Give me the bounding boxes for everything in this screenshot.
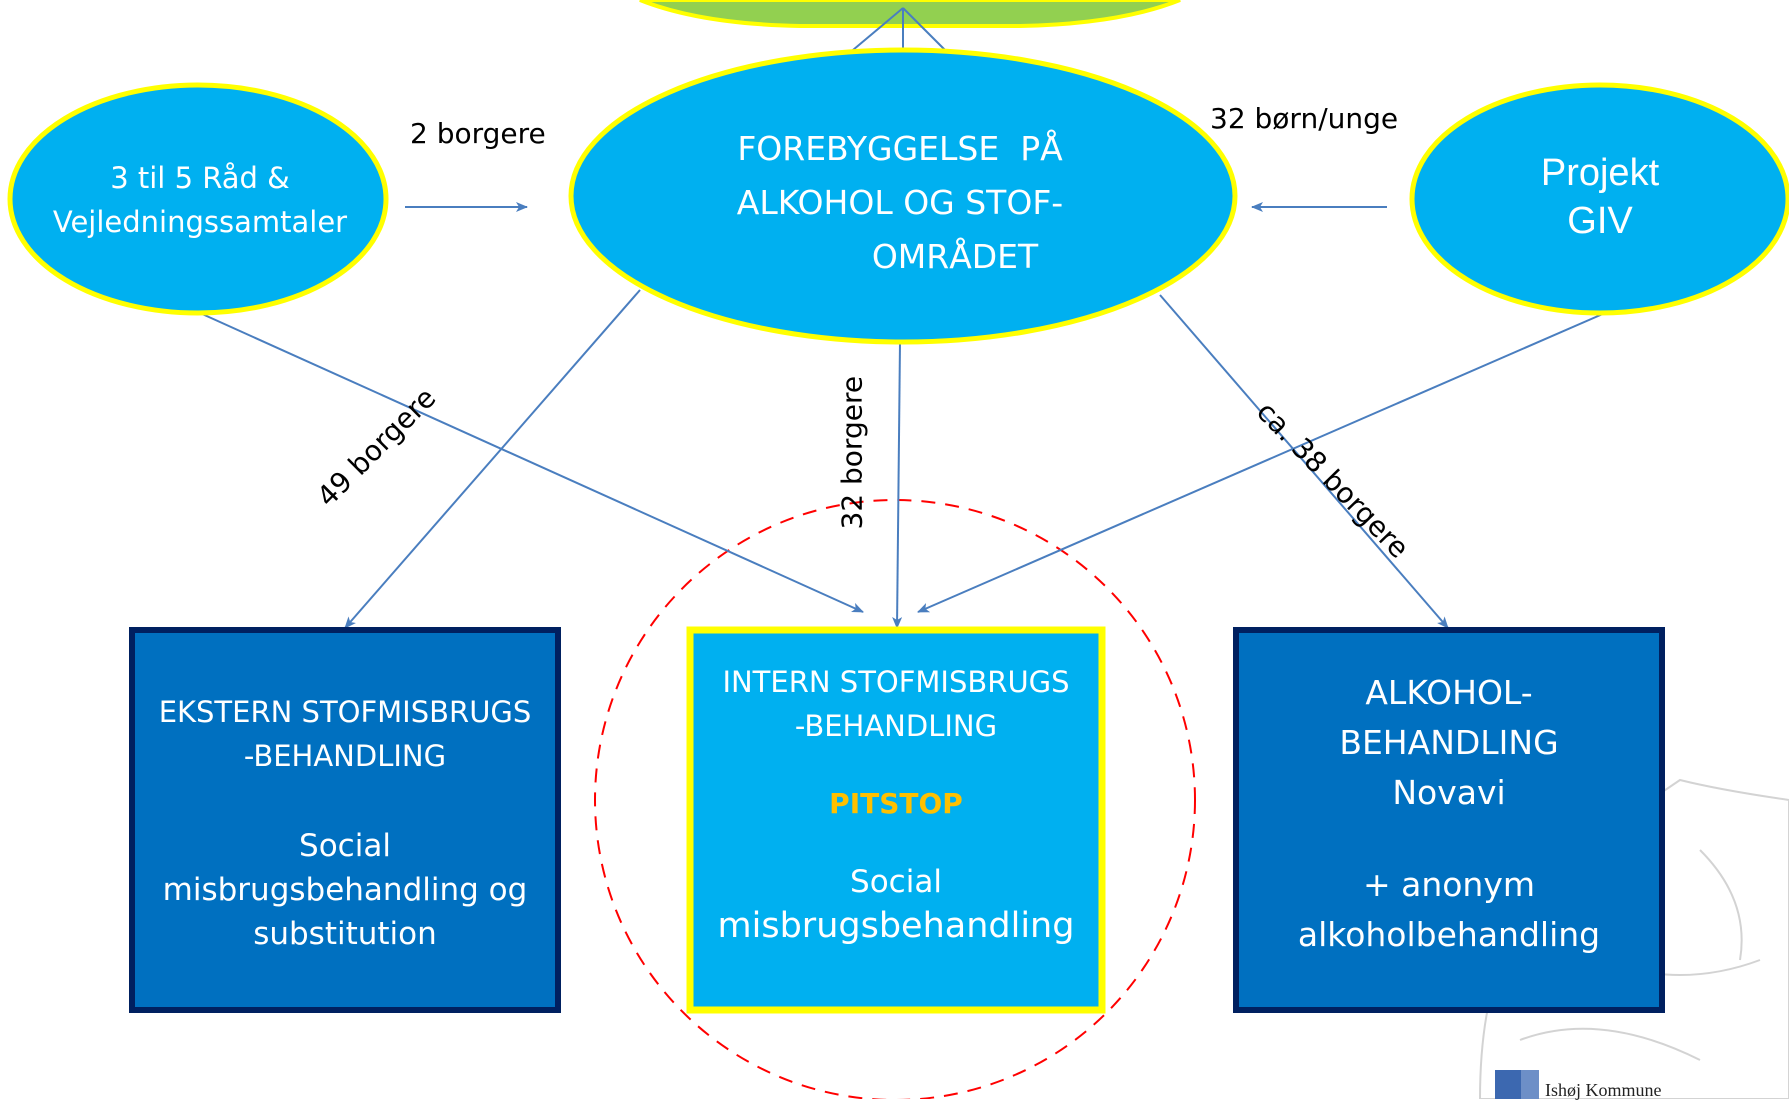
prevention-line3: OMRÅDET bbox=[871, 237, 1039, 276]
prevention-line2: ALKOHOL OG STOF- bbox=[736, 183, 1064, 222]
external-box-content: EKSTERN STOFMISBRUGS -BEHANDLING Social … bbox=[140, 690, 550, 956]
external-title-line1: EKSTERN STOFMISBRUGS bbox=[158, 695, 532, 729]
internal-box-content: INTERN STOFMISBRUGS -BEHANDLING PITSTOP … bbox=[694, 660, 1098, 948]
external-body-line3: substitution bbox=[253, 916, 437, 952]
external-body-line1: Social bbox=[299, 828, 391, 864]
edge-label-right-to-top: 32 børn/unge bbox=[1210, 102, 1399, 135]
alcohol-box-content: ALKOHOL- BEHANDLING Novavi + anonym alko… bbox=[1244, 668, 1654, 960]
internal-title-line1: INTERN STOFMISBRUGS bbox=[722, 665, 1070, 699]
alcohol-title-line1: ALKOHOL- bbox=[1365, 673, 1533, 712]
arrows bbox=[199, 202, 1606, 629]
arrow-top-to-alcohol bbox=[1159, 294, 1449, 629]
internal-title-line2: -BEHANDLING bbox=[794, 709, 998, 743]
alcohol-body-line1: + anonym bbox=[1362, 865, 1536, 904]
external-body-line2: misbrugsbehandling og bbox=[162, 872, 528, 908]
edge-label-top-to-internal: 32 borgere bbox=[835, 375, 869, 530]
alcohol-body-line2: alkoholbehandling bbox=[1297, 915, 1601, 954]
project-giv-label: Projekt GIV bbox=[1500, 142, 1700, 252]
counseling-line1: 3 til 5 Råd & bbox=[110, 161, 290, 195]
arrow-right-to-internal bbox=[917, 312, 1606, 613]
alcohol-treatment-box bbox=[1233, 627, 1665, 1013]
internal-body-line2: misbrugsbehandling bbox=[717, 906, 1075, 946]
alcohol-title-line3: Novavi bbox=[1392, 773, 1506, 812]
prevention-ellipse bbox=[568, 47, 1238, 345]
top-banner-shape bbox=[639, 0, 1181, 28]
prevention-line1: FOREBYGGELSE PÅ bbox=[737, 129, 1063, 168]
arrow-top-to-external bbox=[344, 289, 641, 629]
alcohol-title-line2: BEHANDLING bbox=[1339, 723, 1559, 762]
project-giv-ellipse bbox=[1409, 82, 1789, 316]
internal-highlight-label: PITSTOP bbox=[829, 787, 963, 820]
banner-connectors bbox=[846, 7, 951, 56]
arrow-left-to-internal bbox=[199, 312, 864, 613]
prevention-label: FOREBYGGELSE PÅ ALKOHOL OG STOF- OMRÅDET bbox=[650, 118, 1150, 288]
project-giv-line2: GIV bbox=[1567, 200, 1633, 242]
municipality-logo-text: Ishøj Kommune bbox=[1545, 1080, 1662, 1100]
municipality-logo-mark bbox=[1495, 1070, 1539, 1099]
internal-treatment-box bbox=[686, 626, 1106, 1014]
project-giv-line1: Projekt bbox=[1540, 152, 1660, 194]
dashed-highlight-circle bbox=[594, 499, 1196, 1099]
edge-label-left-to-top: 2 borgere bbox=[410, 117, 546, 150]
external-treatment-box bbox=[129, 627, 561, 1013]
internal-body-line1: Social bbox=[850, 864, 942, 900]
arrow-top-to-internal bbox=[892, 341, 903, 629]
counseling-line2: Vejledningssamtaler bbox=[52, 205, 348, 239]
counseling-ellipse bbox=[7, 82, 389, 316]
external-title-line2: -BEHANDLING bbox=[243, 739, 447, 773]
counseling-label: 3 til 5 Råd & Vejledningssamtaler bbox=[20, 155, 380, 245]
